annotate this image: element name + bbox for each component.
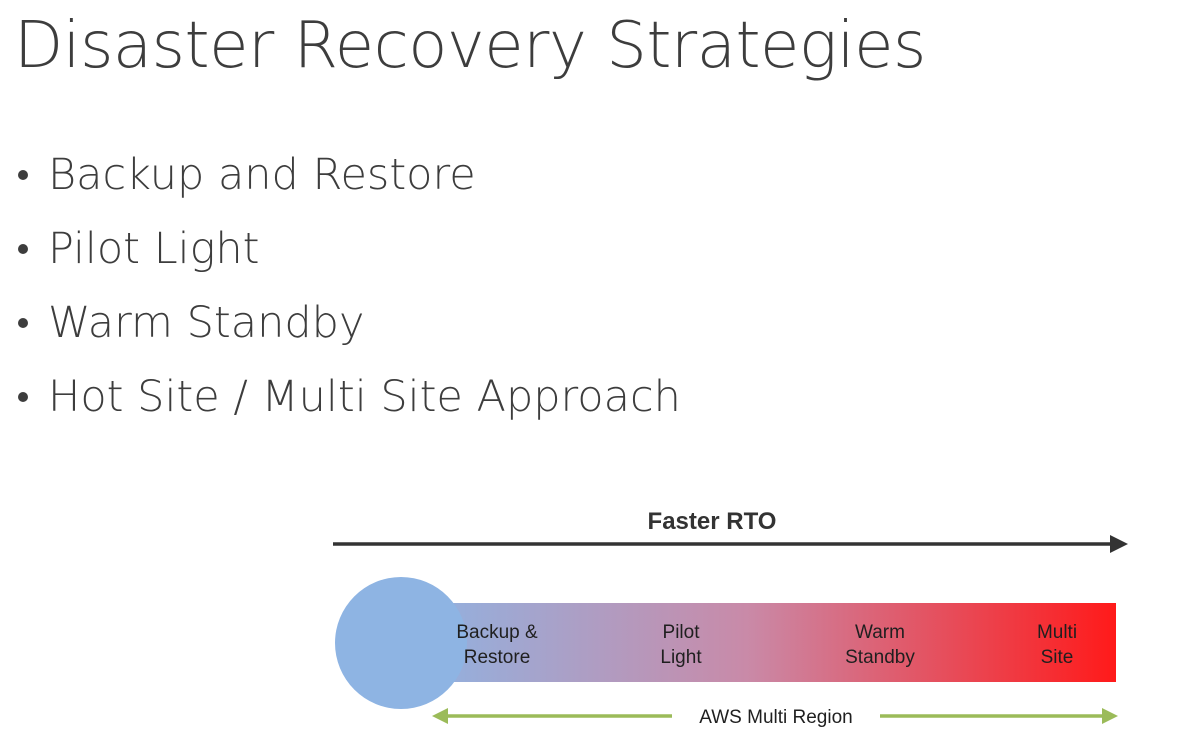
bullet-dot-icon [18, 170, 28, 180]
stage-label-line2: Light [660, 647, 702, 668]
stage-pilot-light: Pilot Light [660, 622, 702, 668]
stage-backup-restore: Backup & Restore [456, 622, 538, 668]
stage-label-line2: Site [1041, 647, 1074, 668]
bullet-item-multi-site: Hot Site / Multi Site Approach [14, 360, 681, 434]
stage-label-line1: Warm [855, 622, 905, 643]
slide-title: Disaster Recovery Strategies [14, 9, 926, 83]
stage-label-line1: Pilot [663, 622, 701, 643]
faster-rto-arrow-head-icon [1110, 535, 1128, 553]
bullet-item-pilot-light: Pilot Light [14, 212, 681, 286]
multi-region-arrow-left-head-icon [432, 708, 448, 724]
multi-region-arrow-right-head-icon [1102, 708, 1118, 724]
start-circle [335, 577, 467, 709]
stage-label-line1: Multi [1037, 622, 1077, 643]
stage-label-line2: Restore [464, 647, 531, 668]
strategy-list: Backup and Restore Pilot Light Warm Stan… [14, 138, 681, 434]
bullet-text: Warm Standby [48, 298, 365, 348]
bullet-dot-icon [18, 244, 28, 254]
stage-multi-site: Multi Site [1037, 622, 1077, 668]
recovery-gradient-bar [405, 603, 1116, 682]
bullet-dot-icon [18, 318, 28, 328]
aws-multi-region-label: AWS Multi Region [699, 707, 852, 728]
faster-rto-label: Faster RTO [648, 508, 777, 535]
stage-warm-standby: Warm Standby [845, 622, 915, 668]
bullet-dot-icon [18, 392, 28, 402]
bullet-text: Backup and Restore [48, 150, 476, 200]
stage-label-line2: Standby [845, 647, 915, 668]
bullet-text: Hot Site / Multi Site Approach [48, 372, 681, 422]
bullet-item-warm-standby: Warm Standby [14, 286, 681, 360]
bullet-item-backup-restore: Backup and Restore [14, 138, 681, 212]
stage-label-line1: Backup & [456, 622, 538, 643]
bullet-text: Pilot Light [48, 224, 260, 274]
